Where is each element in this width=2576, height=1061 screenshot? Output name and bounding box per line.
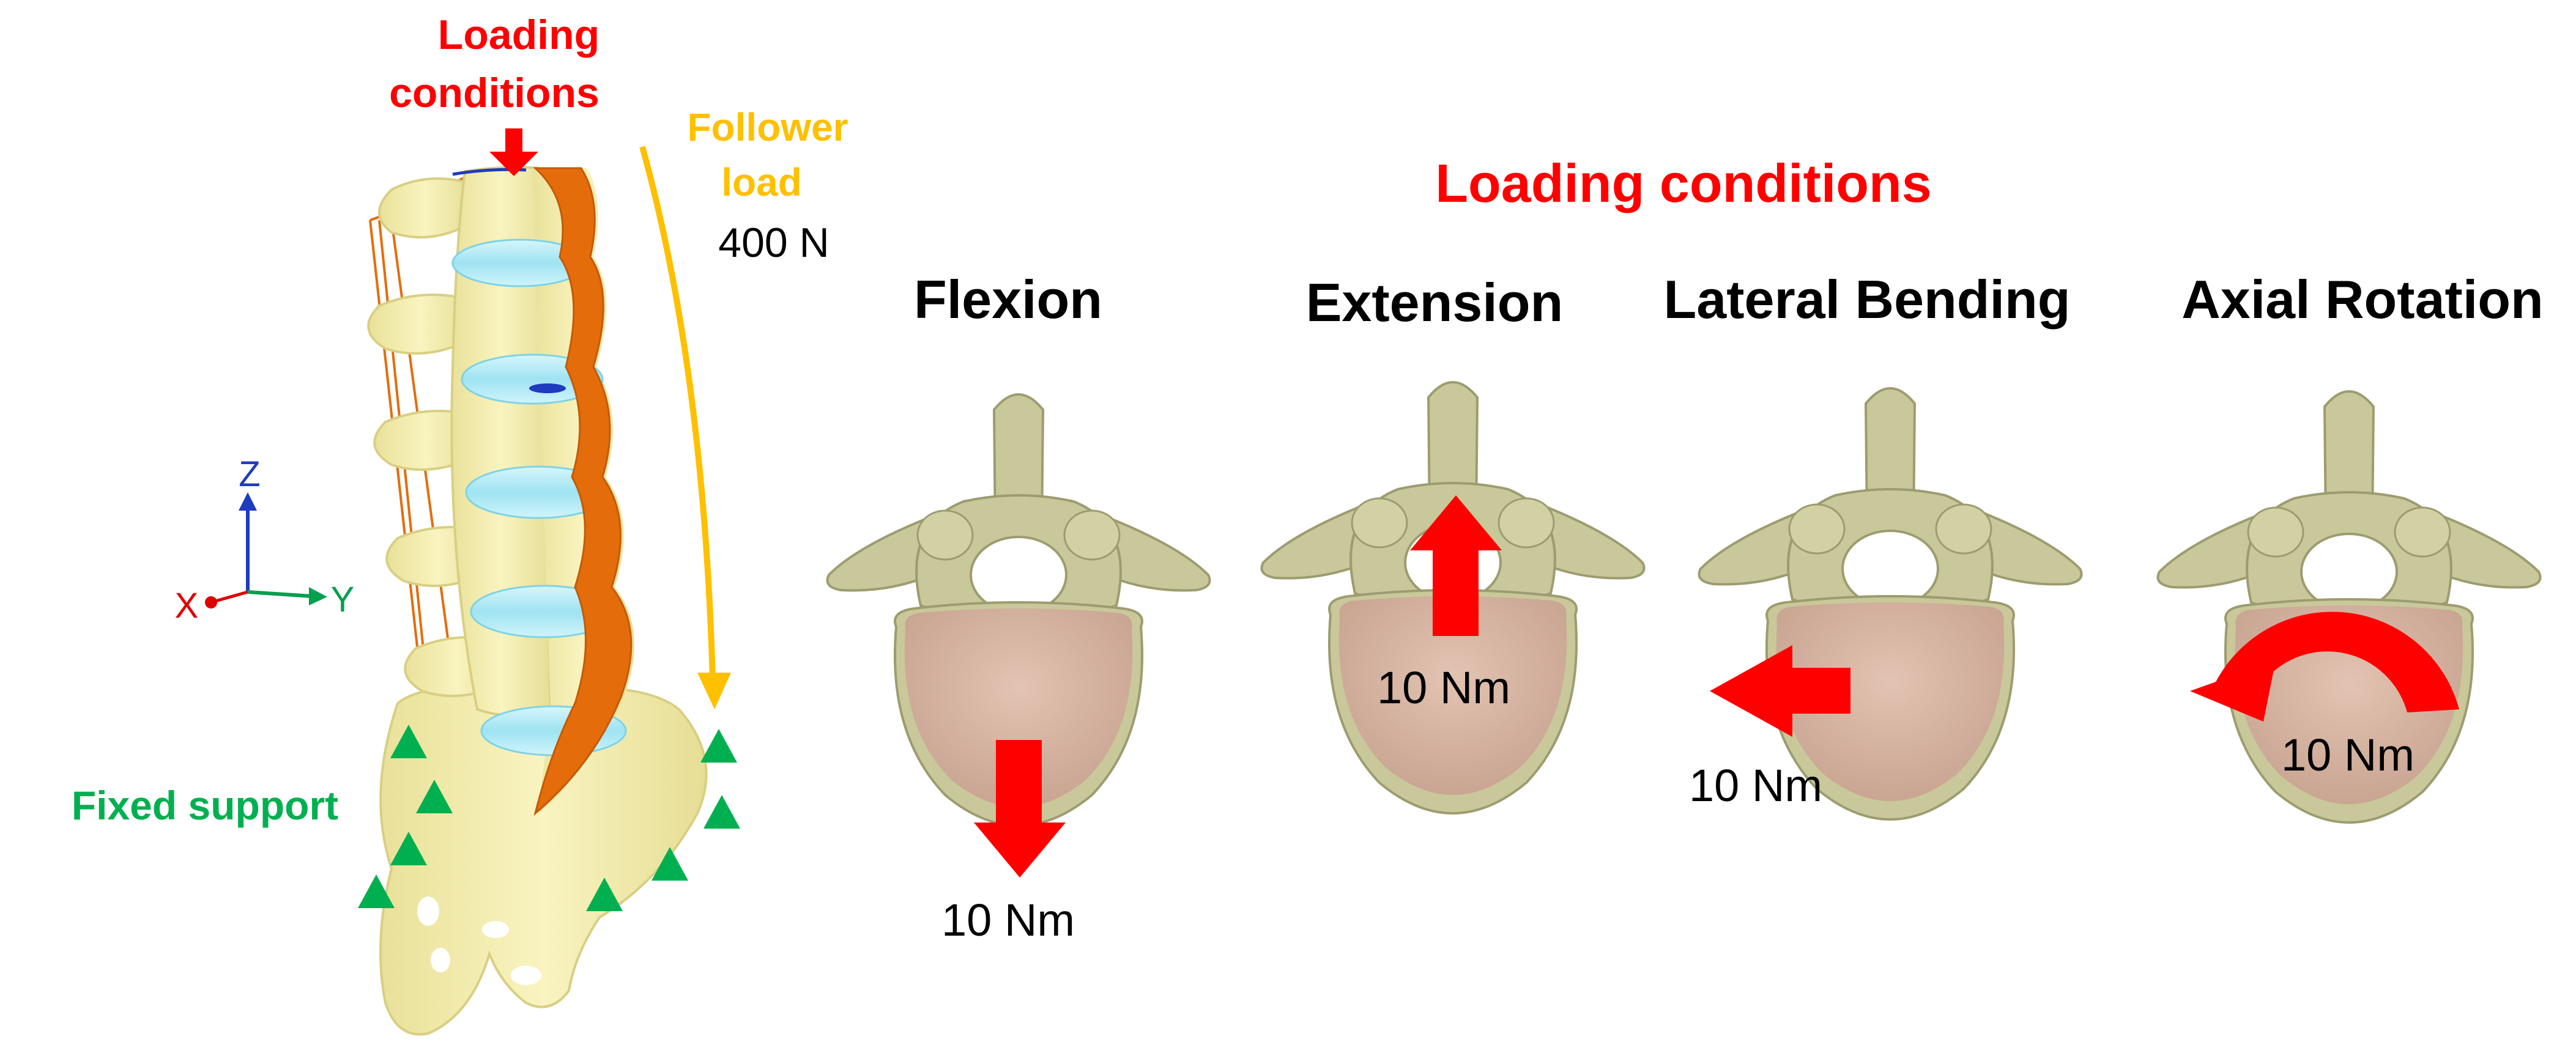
loading-conditions-title: Loading conditions: [1435, 153, 1931, 213]
spine-loading-label-line2: conditions: [389, 70, 599, 116]
follower-load-arrow: [639, 146, 731, 709]
vertebra-lateral-bending: [1698, 387, 2083, 821]
axis-z-label: Z: [239, 454, 260, 494]
moment-label-extension: 10 Nm: [1377, 662, 1510, 713]
case-axial-rotation: Axial Rotation 10 Nm: [2156, 269, 2544, 824]
case-lateral-bending: Lateral Bending 10 Nm: [1664, 269, 2083, 821]
moment-arrow-flexion: [974, 740, 1066, 878]
case-title-extension: Extension: [1306, 272, 1564, 333]
case-title-lateral-bending: Lateral Bending: [1664, 269, 2071, 330]
coordinate-axes: [205, 492, 327, 608]
moment-arrow-extension: [1410, 495, 1502, 636]
fixed-support-label: Fixed support: [72, 783, 338, 828]
moment-label-axial-rotation: 10 Nm: [2281, 730, 2415, 780]
axis-y-label: Y: [331, 580, 355, 619]
lumbar-spine-model: [367, 166, 708, 1036]
case-flexion: Flexion 10 Nm: [826, 269, 1211, 945]
follower-load-label-line1: Follower: [687, 105, 848, 149]
follower-load-label-line2: load: [721, 160, 802, 204]
moment-arrow-lateral-bending: [1710, 645, 1850, 737]
spine-load-arrow: [489, 128, 538, 176]
follower-load-value: 400 N: [718, 220, 829, 266]
moment-arrow-axial-rotation: [2190, 612, 2459, 722]
spine-loading-label-line1: Loading: [438, 12, 599, 58]
case-title-axial-rotation: Axial Rotation: [2181, 269, 2544, 330]
moment-label-flexion: 10 Nm: [941, 895, 1075, 945]
axis-x-label: X: [175, 586, 199, 626]
moment-label-lateral-bending: 10 Nm: [1689, 760, 1822, 811]
case-extension: Extension 10 Nm: [1260, 272, 1646, 815]
case-title-flexion: Flexion: [914, 269, 1102, 330]
